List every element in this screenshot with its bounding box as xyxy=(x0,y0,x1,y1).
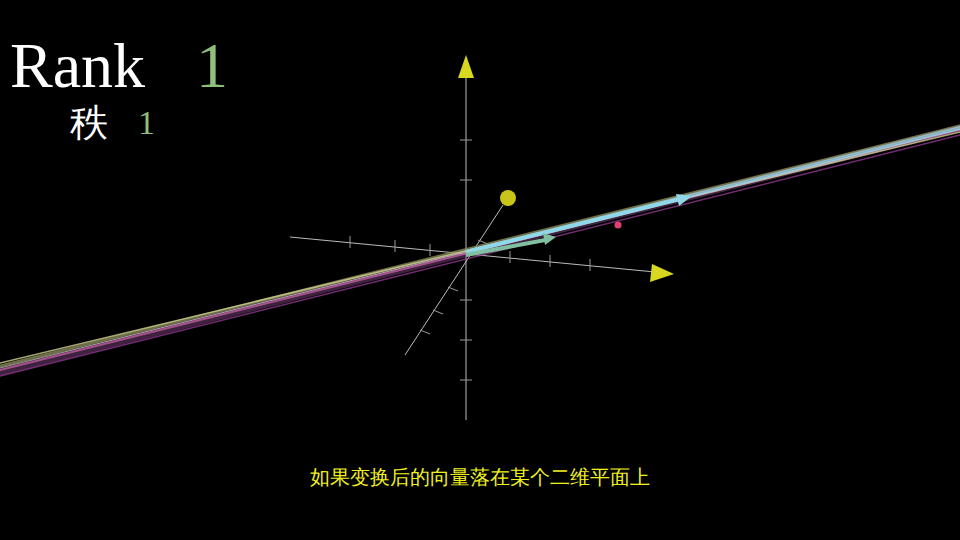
tick-marks xyxy=(350,140,590,380)
green-vector xyxy=(466,240,545,255)
axis-ball xyxy=(500,190,516,206)
rank-number-chinese: 1 xyxy=(138,106,155,140)
y-axis xyxy=(405,205,503,355)
subtitle: 如果变换后的向量落在某个二维平面上 xyxy=(310,467,650,487)
axis-arrowhead xyxy=(458,55,474,78)
z-axis xyxy=(466,70,467,420)
vector-head xyxy=(676,194,692,206)
vector-head xyxy=(543,233,556,245)
collapsed-grid-line xyxy=(0,126,960,376)
axis-arrowhead xyxy=(650,264,674,282)
cyan-vector xyxy=(466,199,680,252)
axes xyxy=(290,70,655,420)
pink-dot xyxy=(615,222,622,229)
transformed-vectors xyxy=(466,194,692,255)
rank-word-chinese: 秩 xyxy=(70,104,108,142)
rank-number: 1 xyxy=(196,34,228,98)
rank-word: Rank xyxy=(10,34,145,98)
x-axis xyxy=(290,237,655,272)
